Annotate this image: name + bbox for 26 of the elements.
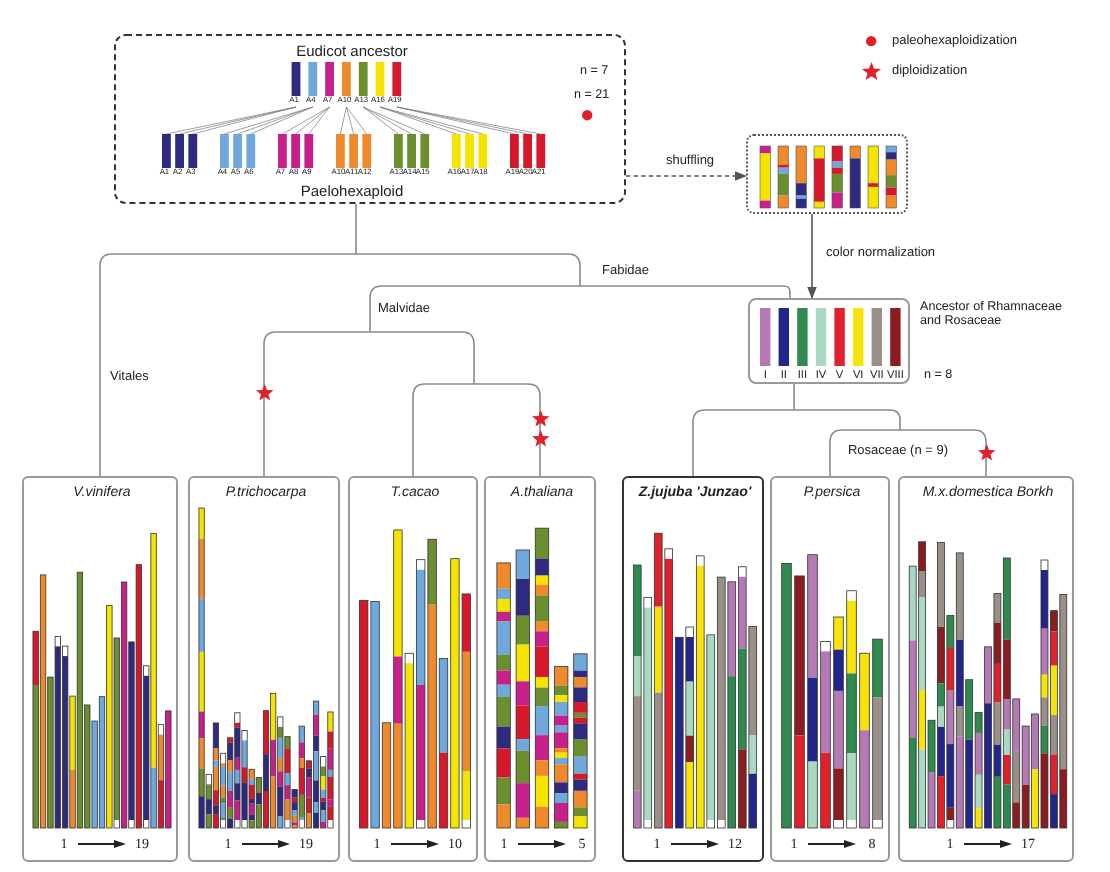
genome-panel (484, 476, 596, 862)
genome-panel (770, 476, 890, 862)
branch-line (473, 383, 541, 477)
genome-panel (622, 476, 764, 862)
karyotype-panel (746, 134, 908, 214)
branch-line (899, 429, 987, 477)
karyotype-panel (748, 298, 910, 384)
karyotype-panel (114, 34, 626, 204)
genome-panel (22, 476, 178, 862)
branch-line (369, 285, 581, 333)
branch-line (369, 331, 475, 385)
arrow (807, 213, 817, 299)
branch-line (829, 429, 901, 477)
branch-line (579, 285, 791, 299)
branch-line (793, 409, 901, 431)
branch-line (355, 203, 357, 255)
branch-line (99, 253, 357, 477)
branch-line (692, 409, 795, 477)
branch-line (412, 383, 475, 477)
branch-line (263, 331, 371, 477)
branch-line (355, 253, 581, 287)
branch-line (793, 383, 795, 411)
genome-panel (348, 476, 478, 862)
arrow (625, 171, 747, 181)
genome-panel (898, 476, 1074, 862)
genome-panel (188, 476, 340, 862)
